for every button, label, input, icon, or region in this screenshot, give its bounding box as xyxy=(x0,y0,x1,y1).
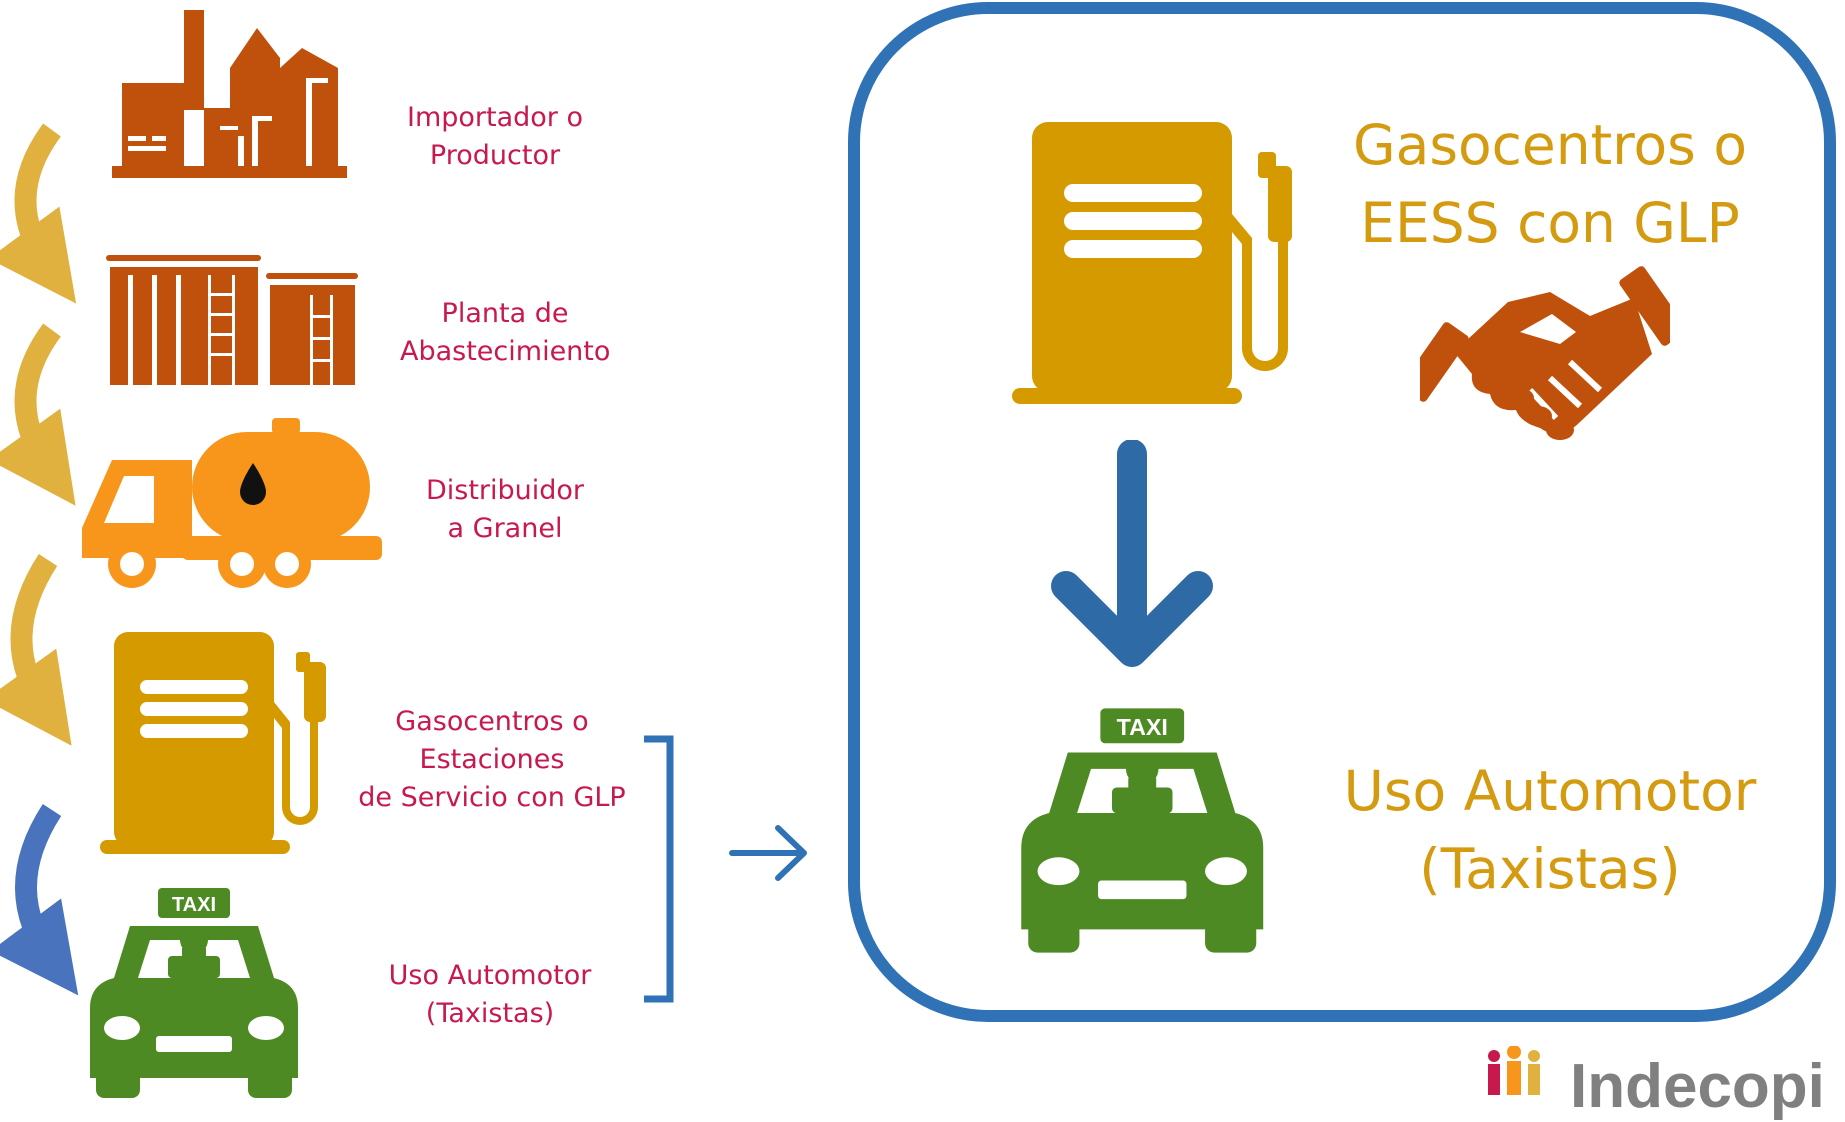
taxi-large-icon: TAXI xyxy=(1021,708,1264,953)
taxi-icon: TAXI xyxy=(90,888,298,1098)
bracket xyxy=(644,735,674,1003)
stage-label-uso-automotor: Uso Automotor (Taxistas) xyxy=(380,957,600,1033)
stage-label-line: (Taxistas) xyxy=(425,998,555,1029)
indecopi-logo-text: Indecopi xyxy=(1570,1052,1825,1121)
stage-label-gasocentros: Gasocentros o Estaciones de Servicio con… xyxy=(352,703,632,817)
stage-label-importador: Importador o Productor xyxy=(395,99,595,175)
arrow-curve-3 xyxy=(0,554,72,746)
arrow-curve-1 xyxy=(0,123,77,304)
fuel-pump-large-icon xyxy=(1012,122,1292,404)
arrow-curve-4 xyxy=(0,804,79,996)
focus-label-line: EESS con GLP xyxy=(1360,191,1740,255)
focus-label-station: Gasocentros o EESS con GLP xyxy=(1320,106,1780,262)
stage-label-line: Estaciones xyxy=(419,744,565,775)
tanker-truck-icon xyxy=(82,418,382,588)
focus-label-line: (Taxistas) xyxy=(1419,837,1681,901)
arrow-curve-2 xyxy=(0,323,76,506)
focus-label-line: Uso Automotor xyxy=(1343,759,1757,823)
stage-label-line: Uso Automotor xyxy=(388,960,592,991)
stage-label-line: Gasocentros o xyxy=(395,706,589,737)
stage-label-planta: Planta de Abastecimiento xyxy=(400,295,610,371)
stage-label-line: Abastecimiento xyxy=(400,336,611,367)
stage-label-line: Productor xyxy=(429,140,561,171)
storage-tanks-icon xyxy=(106,255,358,385)
arrow-right-icon xyxy=(729,825,807,881)
focus-frame xyxy=(848,2,1836,1022)
indecopi-logo xyxy=(1488,1046,1540,1095)
focus-label-line: Gasocentros o xyxy=(1353,113,1747,177)
stage-label-line: de Servicio con GLP xyxy=(358,782,626,813)
focus-label-usage: Uso Automotor (Taxistas) xyxy=(1320,752,1780,908)
factory-icon xyxy=(112,10,347,178)
stage-label-line: Distribuidor xyxy=(425,475,585,506)
stage-label-line: a Granel xyxy=(447,513,563,544)
fuel-pump-icon xyxy=(100,632,326,854)
flow-arrows xyxy=(0,123,79,996)
taxi-sign-small: TAXI xyxy=(172,894,216,916)
stage-label-line: Planta de xyxy=(441,298,569,329)
stage-label-distribuidor: Distribuidor a Granel xyxy=(405,472,605,548)
stage-label-line: Importador o xyxy=(406,102,583,133)
handshake-icon xyxy=(1420,266,1670,440)
arrow-down-icon xyxy=(1051,440,1213,667)
taxi-sign-large: TAXI xyxy=(1117,714,1168,740)
